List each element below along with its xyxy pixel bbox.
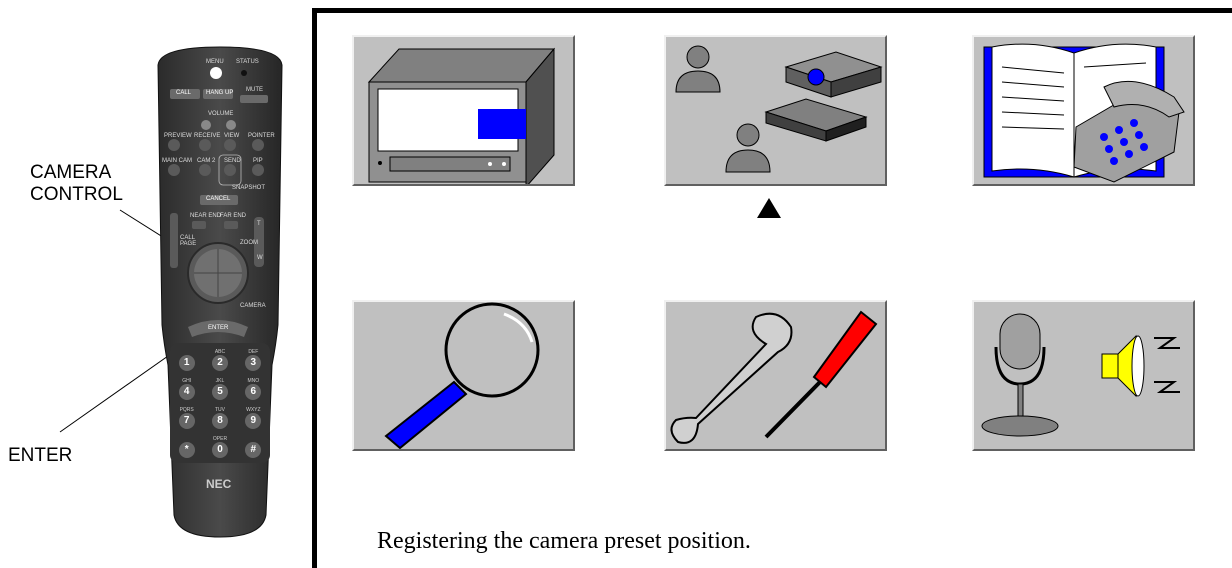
keypad-key-letters: PQRS [179, 406, 194, 413]
phonebook-icon [983, 43, 1185, 183]
remote-cancel-button[interactable]: CANCEL [206, 196, 231, 202]
keypad-key-digit: 0 [211, 441, 228, 458]
remote-zoom-w[interactable]: W [257, 255, 263, 261]
keypad-key-digit: # [245, 441, 262, 458]
remote-snapshot-label: SNAPSHOT [232, 185, 266, 191]
menu-tile-monitor[interactable] [352, 35, 575, 186]
remote-farend-button[interactable]: FAR END [220, 213, 247, 219]
camera-users-icon [675, 45, 883, 173]
remote-maincam-button[interactable]: MAIN CAM [162, 158, 192, 164]
remote-cam2-button[interactable]: CAM 2 [197, 158, 216, 164]
keypad-key-digit: 8 [211, 412, 228, 429]
keypad-key-letters: WXYZ [246, 406, 261, 413]
selection-pointer [757, 198, 781, 218]
tools-icon [670, 310, 878, 444]
remote-send-button[interactable]: SEND [224, 158, 241, 164]
remote-enter-button[interactable]: ENTER [208, 325, 229, 331]
menu-screen: Registering the camera preset position. [312, 8, 1232, 568]
keypad-key-letters: DEF [248, 348, 259, 355]
remote-view-button[interactable]: VIEW [224, 133, 240, 139]
remote-call-button[interactable]: CALL [176, 90, 192, 96]
keypad-key[interactable]: 1 [170, 345, 203, 374]
magnifier-icon [384, 302, 540, 449]
remote-brand-logo: NEC [206, 477, 232, 491]
remote-control: MENU STATUS CALL HANG UP MUTE VOLUME PRE… [150, 45, 290, 540]
keypad-key[interactable]: # [237, 432, 270, 461]
remote-pip-button[interactable]: PIP [253, 158, 263, 164]
keypad-key-letters: MNO [247, 377, 260, 384]
keypad-key-digit: 7 [178, 412, 195, 429]
remote-menu-label: MENU [206, 59, 224, 65]
menu-tile-audio[interactable] [972, 300, 1195, 451]
remote-status-label: STATUS [236, 59, 259, 65]
audio-icon [981, 313, 1180, 437]
keypad-key[interactable]: * [170, 432, 203, 461]
menu-tile-search[interactable] [352, 300, 575, 451]
remote-volume-label: VOLUME [208, 111, 234, 117]
menu-tile-phonebook[interactable] [972, 35, 1195, 186]
keypad-key-letters: GHI [182, 377, 192, 384]
menu-tile-settings[interactable] [664, 300, 887, 451]
keypad-key-digit: 4 [178, 383, 195, 400]
keypad-key-letters: OPER [212, 435, 228, 442]
monitor-icon [367, 47, 556, 184]
remote-preview-button[interactable]: PREVIEW [164, 133, 192, 139]
remote-camera-label: CAMERA [240, 303, 266, 309]
keypad-key-digit: 6 [245, 383, 262, 400]
keypad-key-letters: ABC [214, 348, 226, 355]
keypad-key-digit: 5 [211, 383, 228, 400]
remote-pointer-button[interactable]: POINTER [248, 133, 275, 139]
remote-nearend-button[interactable]: NEAR END [190, 213, 222, 219]
keypad-key-digit: * [178, 441, 195, 458]
menu-tile-camera-preset[interactable] [664, 35, 887, 186]
keypad-key-digit: 2 [211, 354, 228, 371]
enter-callout: ENTER [8, 445, 73, 466]
remote-receive-button[interactable]: RECEIVE [194, 133, 221, 139]
keypad-key-digit: 1 [178, 354, 195, 371]
camera-control-callout: CAMERA CONTROL [30, 162, 123, 205]
remote-mute-button[interactable]: MUTE [246, 87, 263, 93]
status-message: Registering the camera preset position. [377, 528, 751, 554]
remote-callpage-label: CALL PAGE [180, 235, 197, 247]
keypad-key-letters: JKL [215, 377, 225, 384]
remote-zoom-label: ZOOM [240, 240, 258, 246]
remote-hangup-button[interactable]: HANG UP [206, 90, 234, 96]
keypad-key-digit: 9 [245, 412, 262, 429]
remote-zoom-t[interactable]: T [257, 221, 261, 227]
keypad-key-letters: TUV [214, 406, 225, 413]
keypad-key-digit: 3 [245, 354, 262, 371]
